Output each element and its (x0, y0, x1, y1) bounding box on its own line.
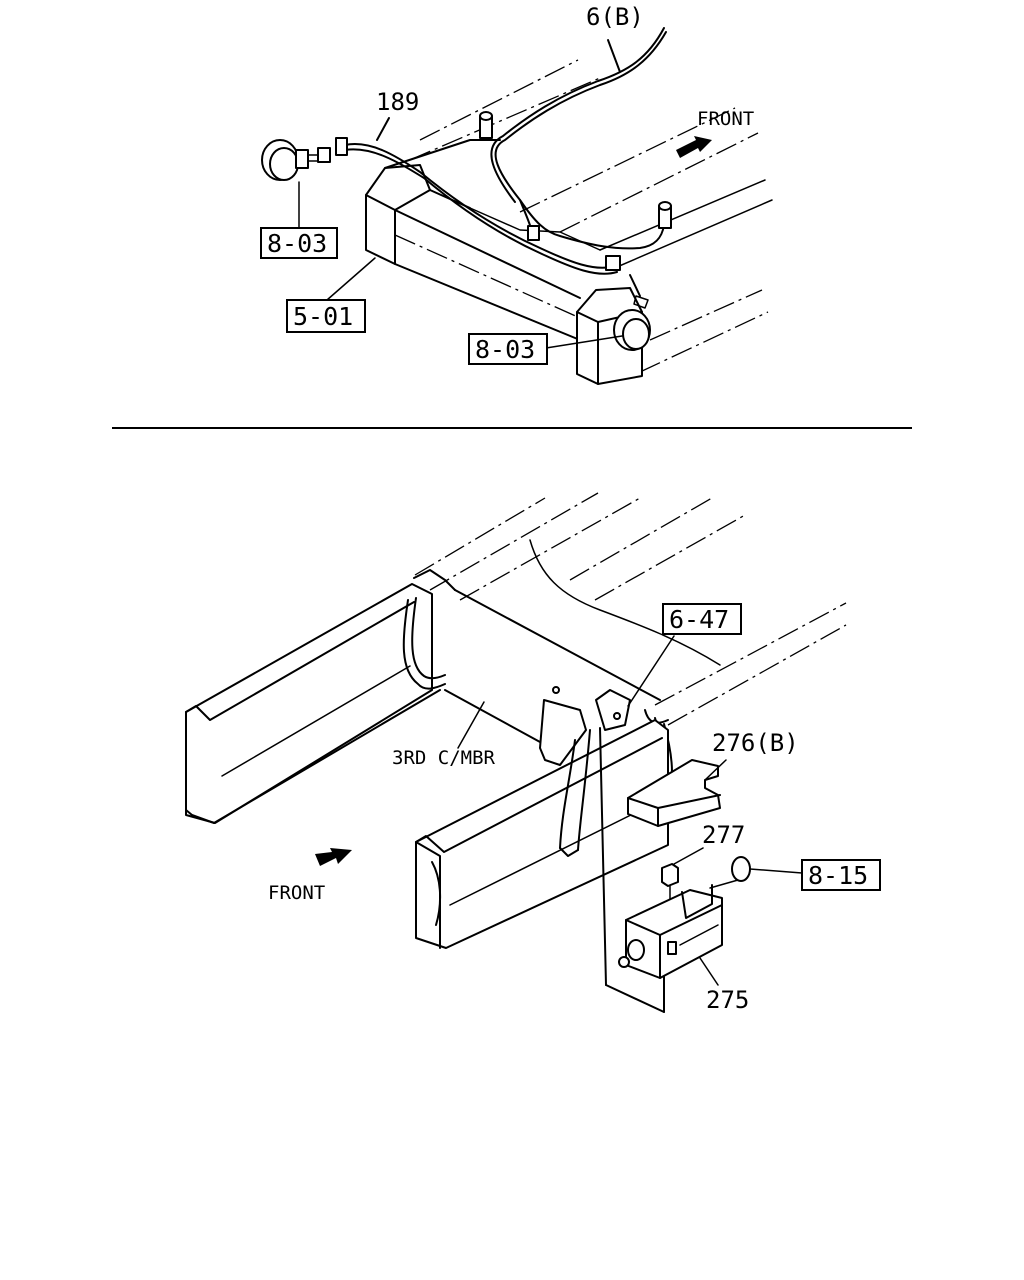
callout-6b: 6(B) (586, 3, 644, 31)
bracket-6-47 (539, 635, 675, 1013)
ref-box-crossmember[interactable] (286, 299, 366, 333)
front-arrow-lower (315, 848, 352, 866)
upper-connectors (479, 111, 672, 309)
callout-275: 275 (706, 986, 749, 1014)
front-label-upper: FRONT (697, 108, 754, 130)
callout-3rd-crossmember: 3RD C/MBR (392, 747, 496, 769)
lamp-right (545, 309, 651, 351)
callout-189: 189 (376, 88, 419, 116)
harness-6b (490, 27, 667, 271)
front-label-lower: FRONT (268, 882, 325, 904)
ref-box-bracket-label: 6-47 (669, 605, 729, 634)
callout-276b: 276(B) (712, 729, 799, 757)
near-frame-rail (415, 719, 669, 949)
bolt-277 (661, 847, 704, 911)
front-arrow-upper (676, 136, 712, 158)
left-frame-rail (185, 583, 446, 824)
lower-diagram: FRONT 3RD C/MBR 276(B) 277 275 6-47 8-15 (185, 492, 881, 1014)
ref-box-lamp-right-label: 8-03 (475, 335, 535, 364)
ref-box-bracket[interactable] (662, 603, 742, 635)
lamp-left (261, 139, 331, 229)
ref-box-crossmember-label: 5-01 (293, 302, 353, 331)
cover-276b (627, 759, 727, 827)
ref-box-plug[interactable] (801, 859, 881, 891)
upper-frame-rails (409, 59, 773, 373)
lower-frame-rails (414, 492, 847, 726)
switch-box-275 (618, 884, 723, 986)
ref-box-lamp-right[interactable] (468, 333, 548, 365)
ref-box-plug-label: 8-15 (808, 861, 868, 890)
upper-diagram: FRONT 6(B) 189 8-03 5-01 8-03 (260, 3, 773, 385)
ref-box-lamp-left[interactable] (260, 227, 338, 259)
ref-box-lamp-left-label: 8-03 (267, 229, 327, 258)
harness-189 (335, 117, 618, 275)
callout-277: 277 (702, 821, 745, 849)
plug-8-15 (709, 856, 803, 889)
